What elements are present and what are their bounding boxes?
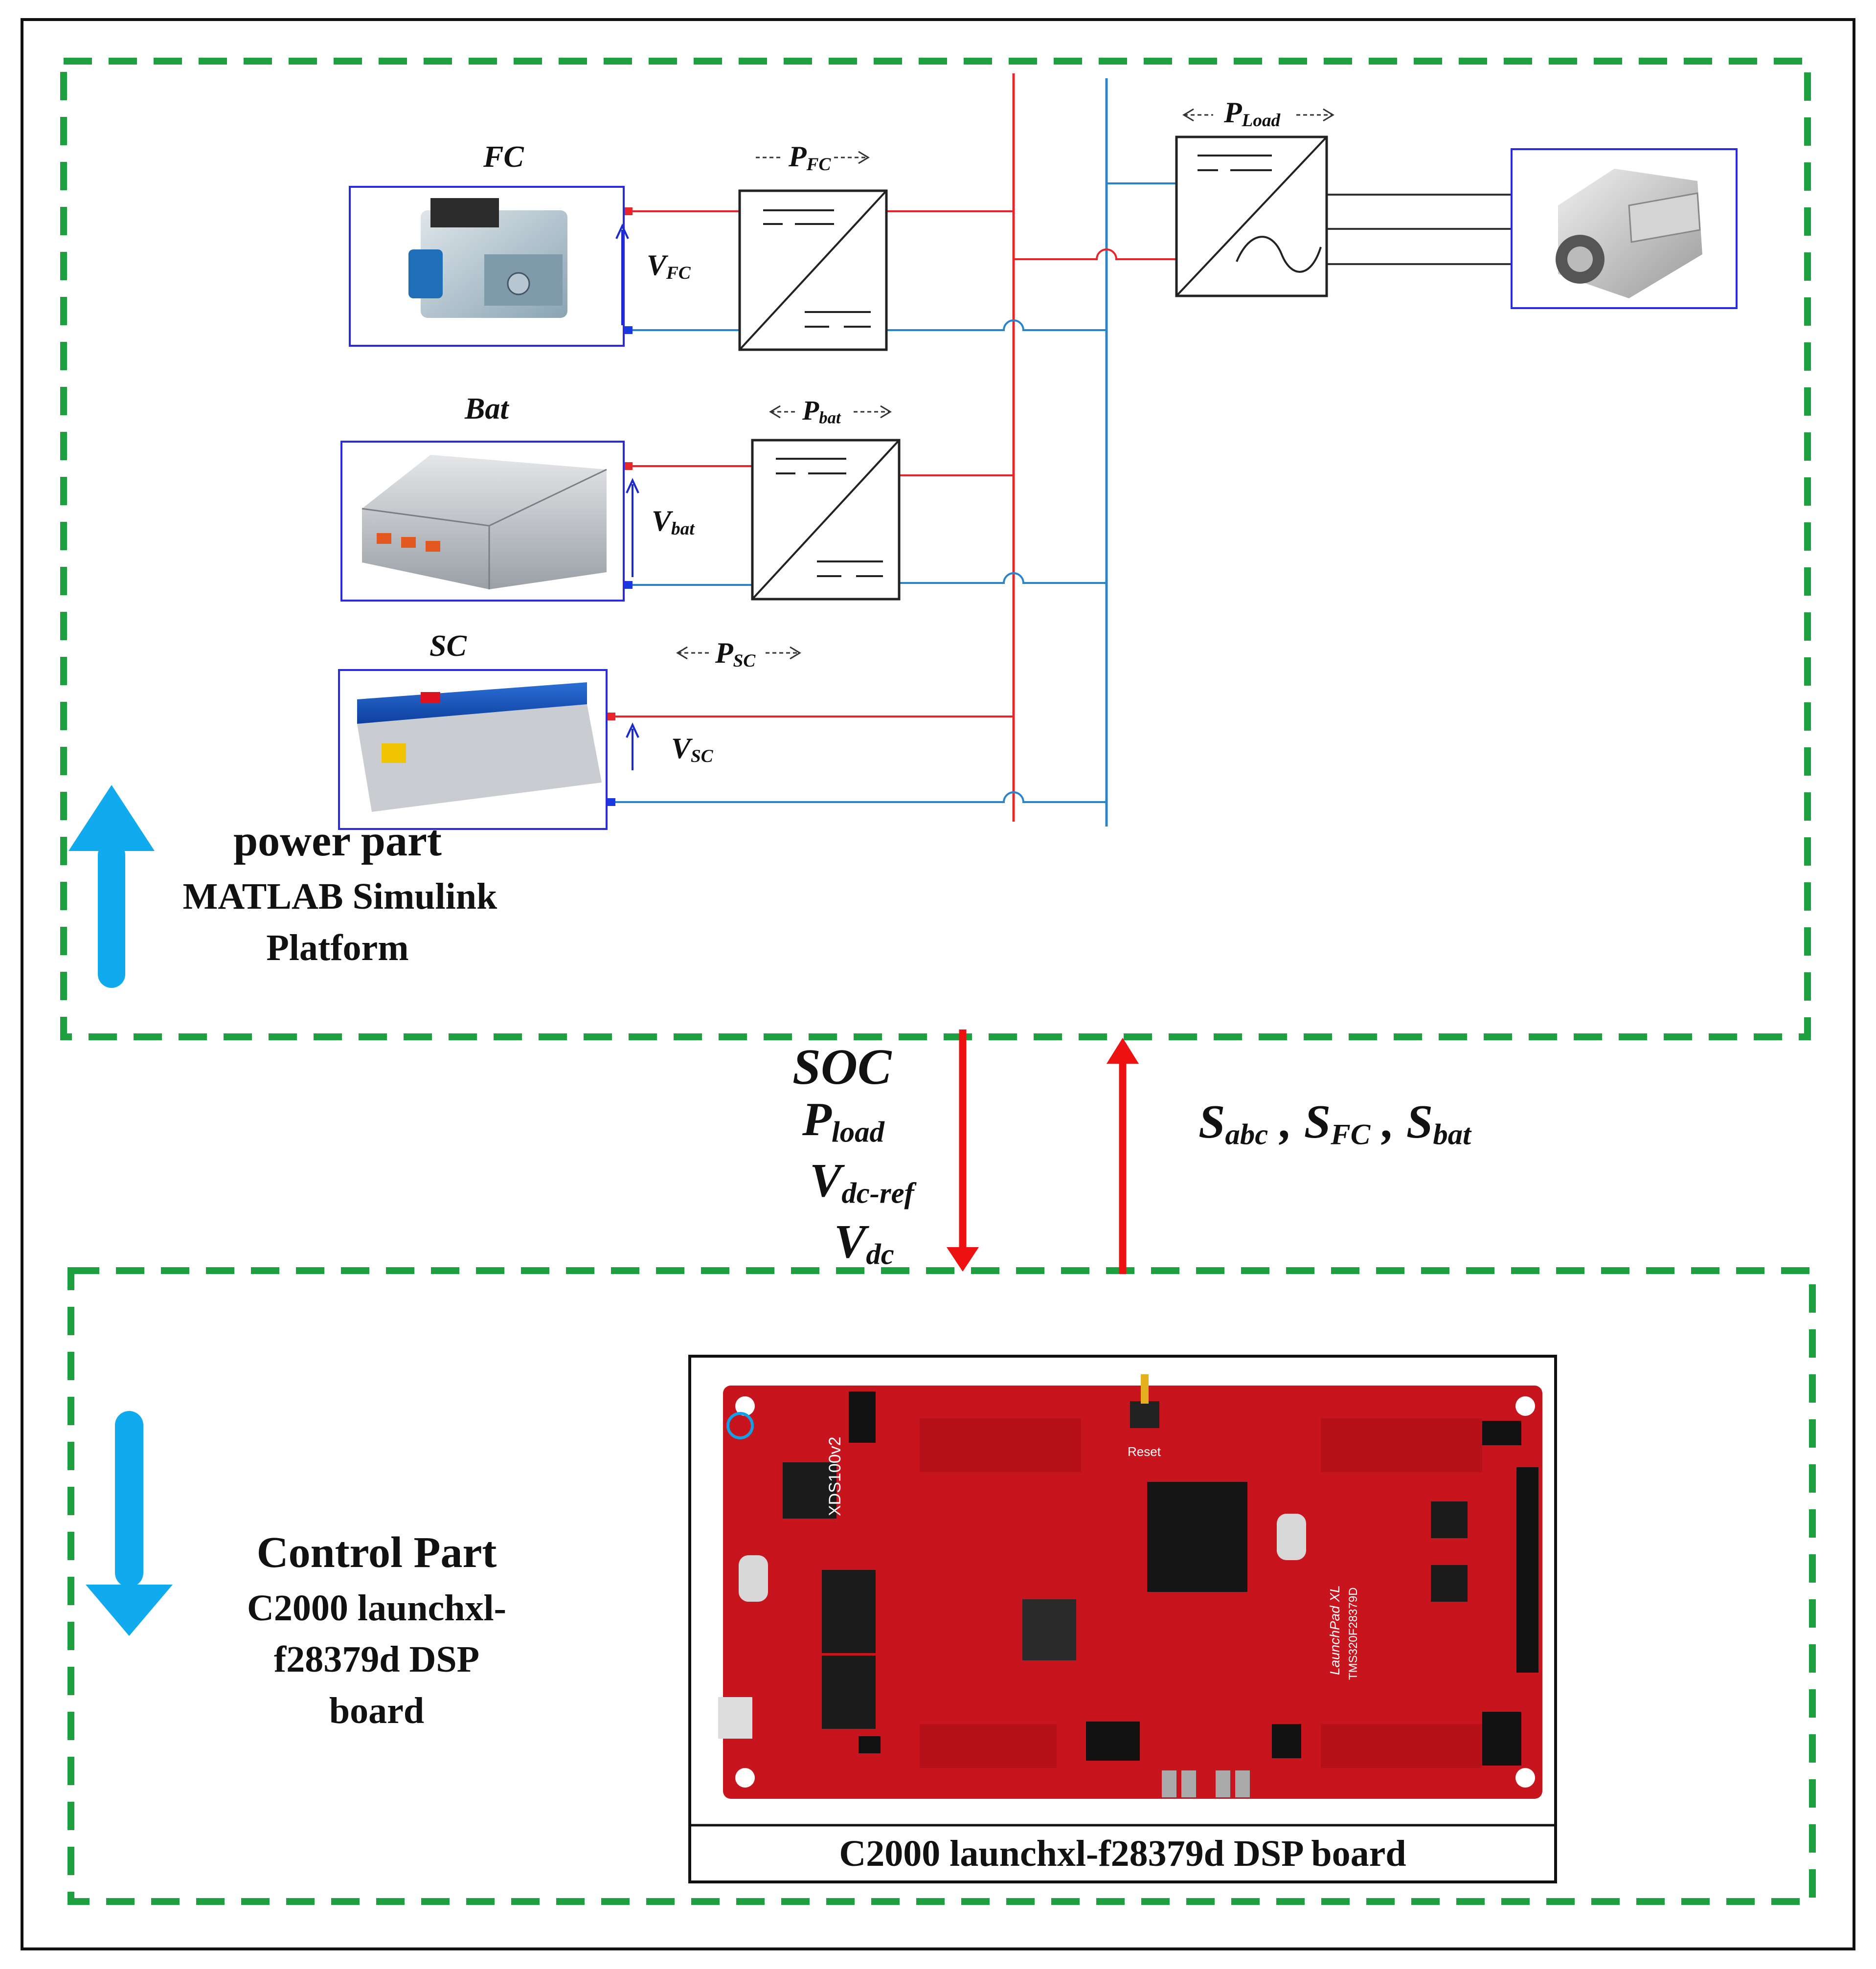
board-silk-reset: Reset: [1128, 1444, 1161, 1459]
load-power-label: PLoad: [1224, 96, 1281, 131]
signal-switching-states: Sabc , SFC , Sbat: [1198, 1096, 1471, 1151]
power-part-up-arrow-icon: [68, 785, 155, 988]
fc-label: FC: [483, 140, 524, 174]
power-part-frame: [60, 58, 1811, 1040]
sc-image: [338, 669, 608, 830]
board-silk-model: XDS100v2: [826, 1436, 844, 1516]
fc-power-label: PFC: [789, 140, 831, 175]
dsp-board-pcb: [723, 1386, 1542, 1799]
control-part-heading: Control Part: [256, 1528, 497, 1577]
fc-branch: [624, 207, 1107, 334]
load-branch: [1014, 182, 1512, 265]
power-flow-arrows: [676, 108, 1334, 660]
signal-pload: Pload: [802, 1093, 884, 1149]
dsp-main-chip: [1147, 1482, 1247, 1592]
control-part-frame: [68, 1267, 1816, 1905]
bat-image: [340, 441, 625, 602]
outer-frame: [21, 18, 1855, 1950]
signal-arrow-down: [947, 1029, 979, 1272]
dsp-board-caption: C2000 launchxl-f28379d DSP board: [839, 1833, 1406, 1874]
signal-vdc: Vdc: [834, 1215, 894, 1271]
dsp-board-figure: [688, 1355, 1557, 1883]
bat-dcdc-converter: [751, 439, 901, 601]
fc-voltage-label: VFC: [647, 249, 691, 284]
control-part-line2: f28379d DSP: [273, 1639, 480, 1680]
bat-voltage-label: Vbat: [652, 505, 695, 539]
sc-label: SC: [429, 629, 467, 663]
sc-branch: [607, 713, 1107, 806]
control-part-line3: board: [329, 1690, 425, 1731]
signal-arrow-up: [1107, 1038, 1139, 1274]
board-silk-chip: TMS320F28379D: [1347, 1587, 1360, 1680]
sc-power-label: PSC: [715, 637, 756, 671]
signal-vdc-ref: Vdc-ref: [810, 1154, 914, 1210]
signal-soc: SOC: [792, 1039, 892, 1095]
power-part-heading: power part: [233, 817, 442, 865]
fc-dcdc-converter: [738, 189, 888, 351]
bat-label: Bat: [465, 392, 509, 425]
inverter-dcac: [1175, 135, 1328, 297]
voltage-arrows: [615, 224, 639, 770]
control-part-down-arrow-icon: [86, 1411, 173, 1636]
sc-voltage-label: VSC: [671, 732, 713, 767]
motor-image: [1511, 148, 1738, 309]
power-part-platform-line1: MATLAB Simulink: [182, 876, 497, 917]
control-part-line1: C2000 launchxl-: [247, 1588, 506, 1629]
bat-branch: [624, 462, 1107, 589]
jumper-highlight-marker: [726, 1412, 754, 1439]
dc-bus: [1012, 73, 1108, 827]
bat-power-label: Pbat: [802, 396, 841, 427]
power-part-platform-line2: Platform: [266, 927, 409, 968]
fc-image: [349, 186, 625, 347]
board-silk-brand: LaunchPad XL: [1327, 1585, 1342, 1675]
